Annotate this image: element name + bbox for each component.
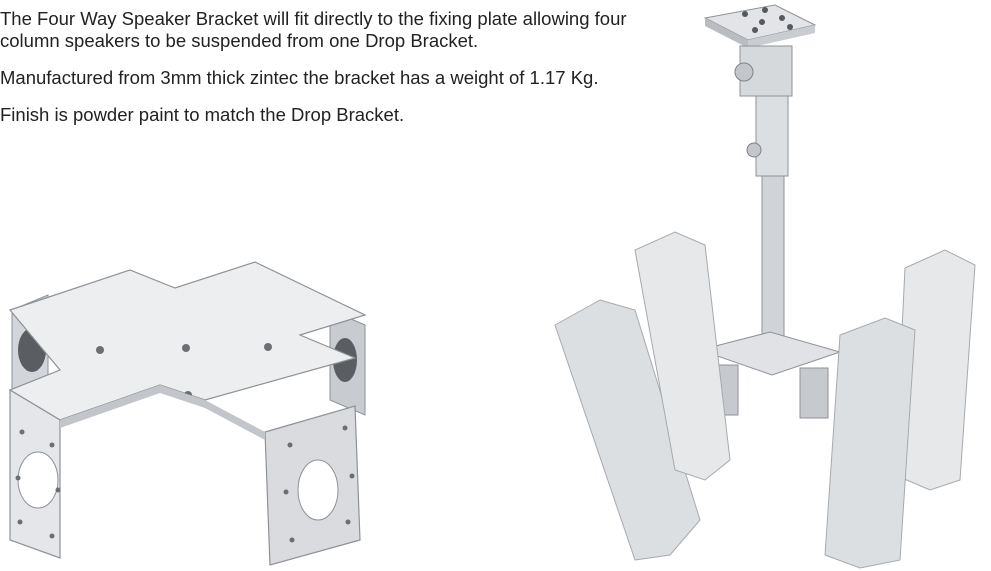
bracket-mount-right [799,367,829,419]
paragraph-fit: The Four Way Speaker Bracket will fit di… [0,8,627,51]
column-speaker-front-left [554,299,701,561]
ceiling-fixing-plate-edge [705,18,748,48]
plate-hole [182,344,190,352]
front-right-leg-bolt-holes [283,425,355,543]
drop-tube-lower [761,175,785,342]
swivel-knob [734,62,754,82]
plate-hole [96,346,104,354]
paragraph-material: Manufactured from 3mm thick zintec the b… [0,67,599,88]
speaker-assembly-illustration [554,4,976,569]
bracket-front-edge [60,385,265,440]
front-left-leg-bolt-holes [15,429,61,539]
description-text: The Four Way Speaker Bracket will fit di… [0,8,660,141]
tube-clamp-knob [746,142,762,158]
paragraph-finish: Finish is powder paint to match the Drop… [0,104,405,125]
column-speaker-front-right [824,317,916,569]
front-left-leg-hole [17,451,59,509]
four-way-bracket-illustration [8,261,367,566]
fixing-plate-holes [742,7,793,33]
plate-hole [264,343,272,351]
column-speaker-back-left [634,231,731,481]
drop-tube-upper [755,95,789,177]
ceiling-fixing-plate-side [748,25,815,48]
front-right-leg-hole [297,459,339,521]
